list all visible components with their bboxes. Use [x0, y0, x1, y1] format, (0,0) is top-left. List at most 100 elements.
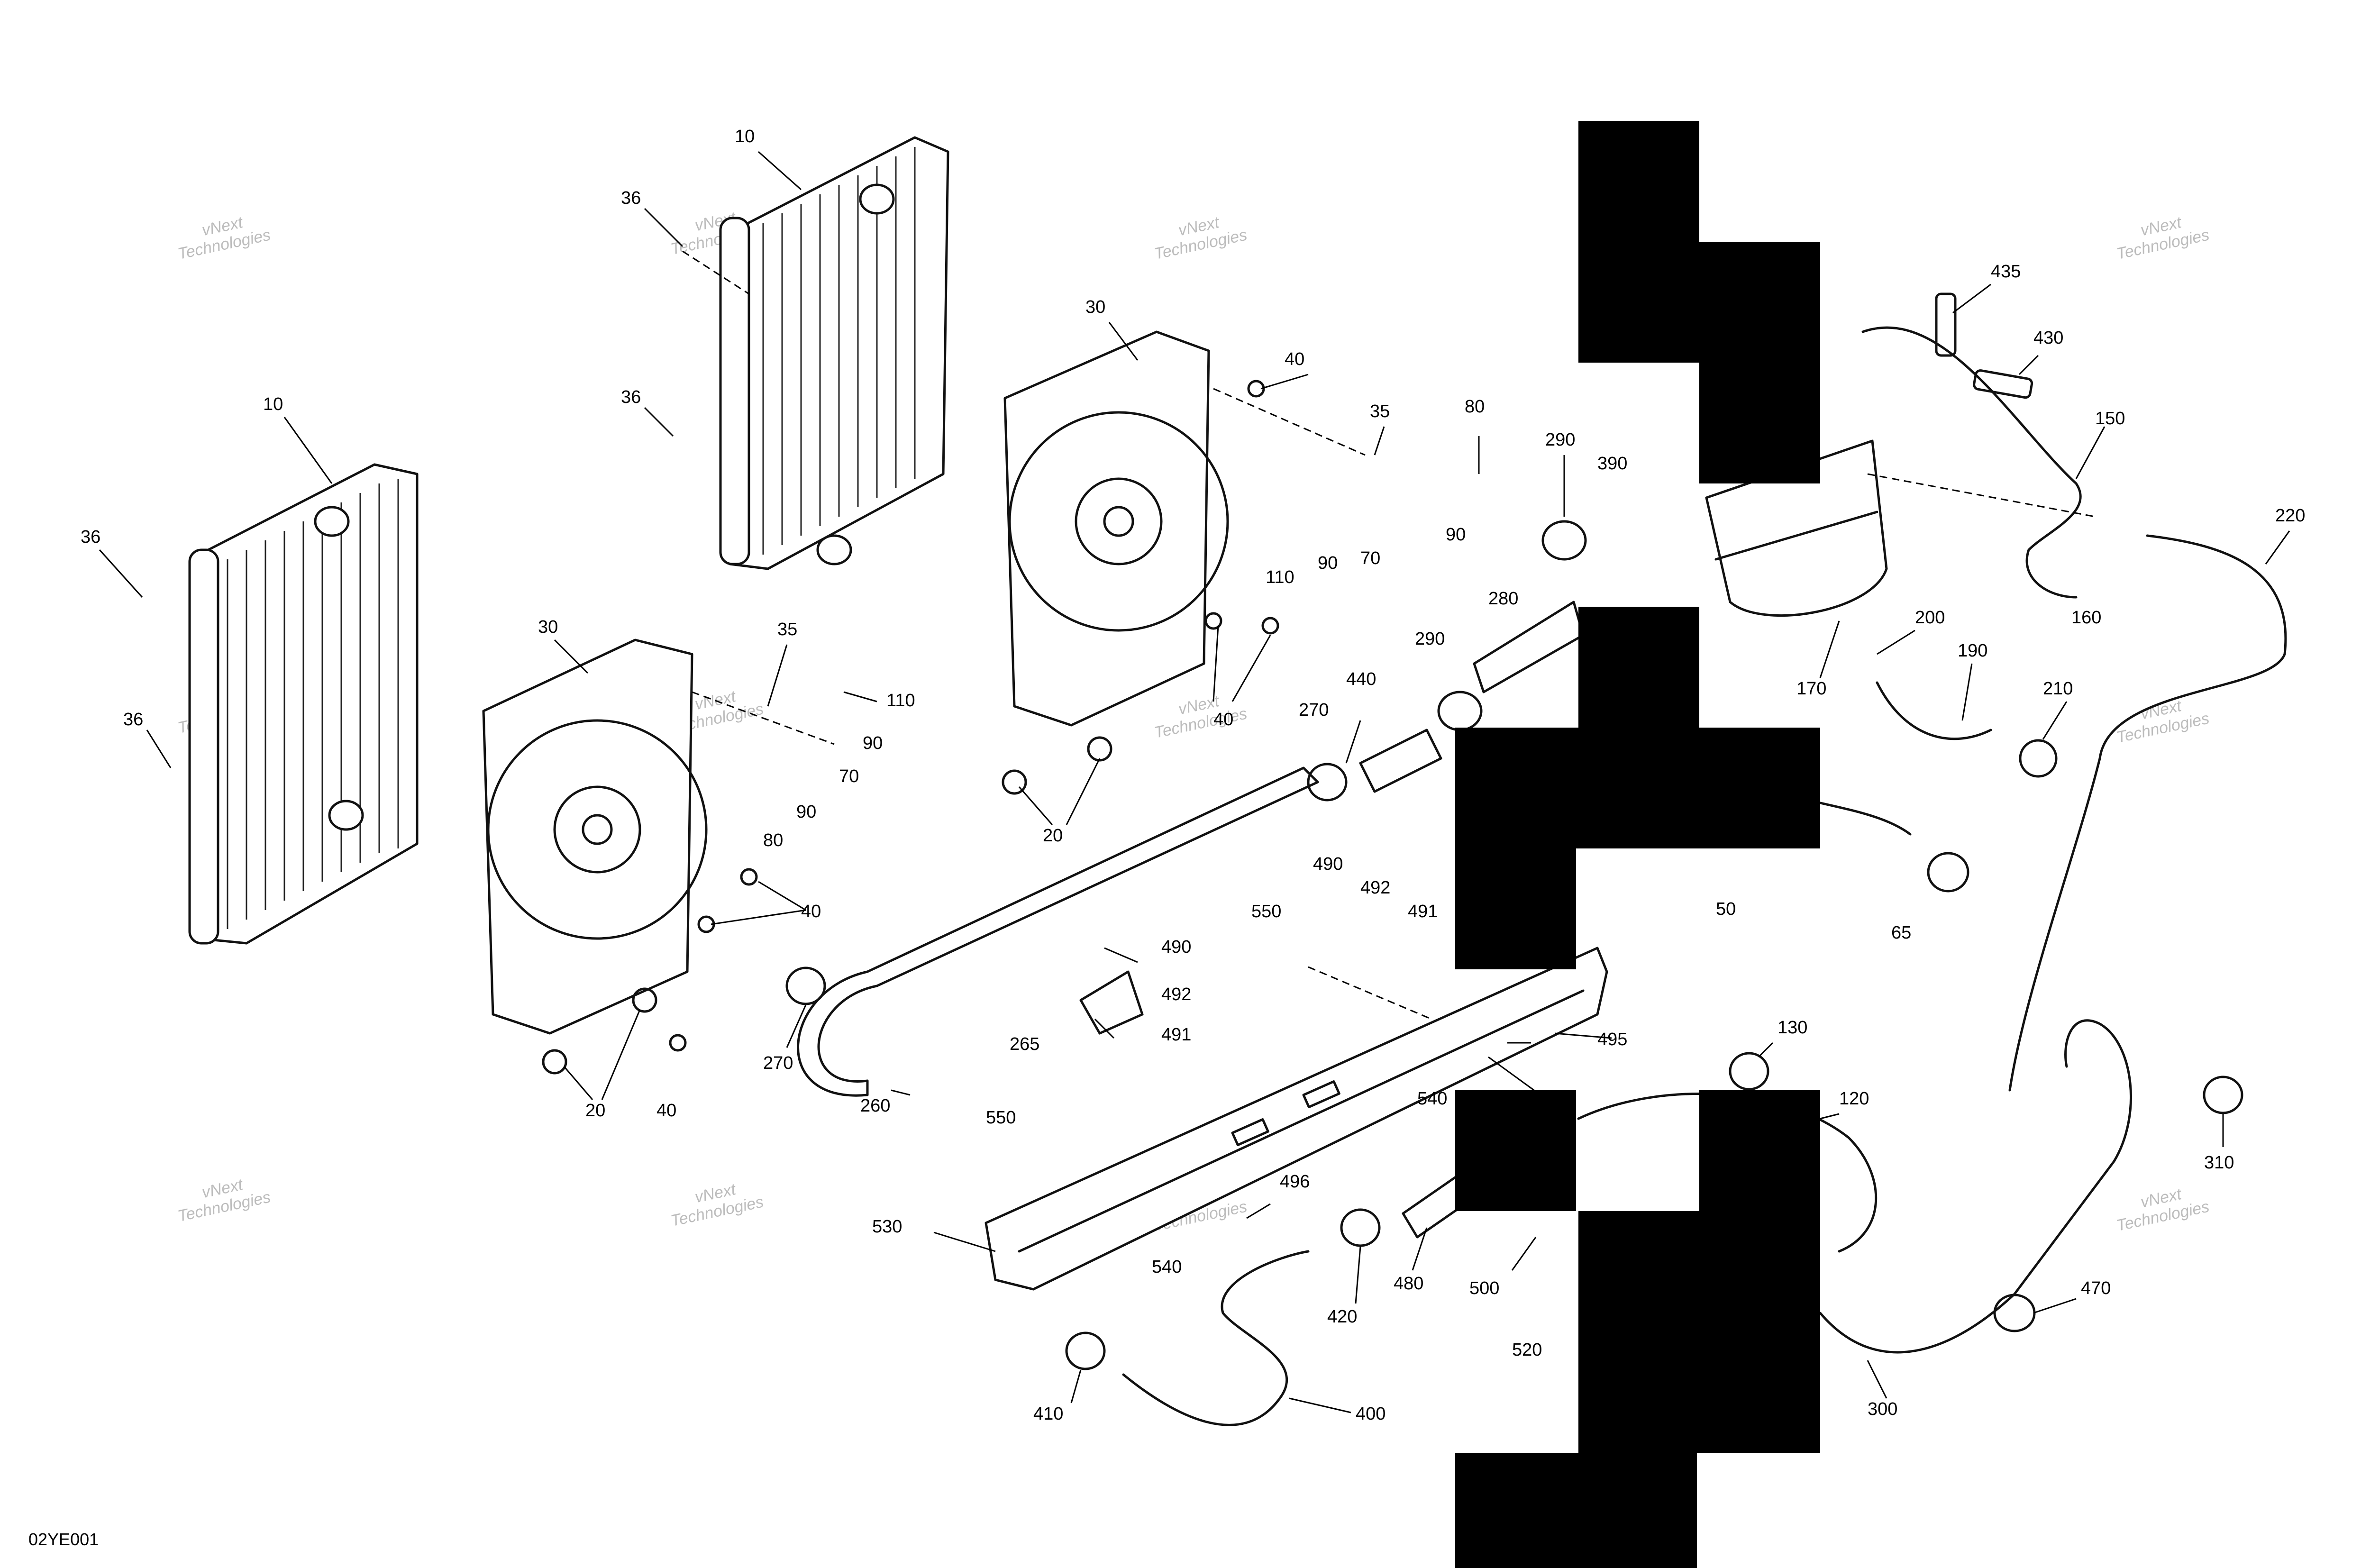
callout-label: 435: [1991, 262, 2021, 282]
callout-label: 70: [839, 766, 859, 786]
grommet-20: [1087, 736, 1112, 762]
radiator-upper: [719, 136, 949, 570]
hose-260: [797, 766, 1319, 1097]
callout-label: 90: [1446, 525, 1466, 545]
assembly-line: [692, 691, 835, 745]
watermark: vNext Technologies: [2115, 1185, 2211, 1235]
fan-shroud-upper: [1003, 330, 1229, 727]
callout-label: 35: [1370, 401, 1390, 421]
callout-label: 492: [1161, 985, 1191, 1004]
redaction-block: [1455, 1090, 1576, 1211]
leader-lines: [99, 151, 2290, 1413]
callout-label: 150: [2095, 409, 2125, 428]
callout-label: 480: [1394, 1274, 1423, 1294]
nut-40: [1204, 612, 1222, 630]
callout-label: 40: [1213, 710, 1233, 729]
callout-label: 36: [123, 710, 143, 729]
callout-label: 130: [1778, 1018, 1807, 1038]
callout-label: 490: [1161, 937, 1191, 957]
nut-40: [1261, 617, 1279, 635]
redaction-blocks: [1455, 121, 1820, 1568]
grommet-20: [1002, 769, 1027, 795]
callout-labels: 10 10 36 36 36 36 30 30 40 40 40 40 35 3…: [81, 127, 2305, 1424]
callout-label: 80: [1465, 397, 1485, 417]
callout-label: 470: [2081, 1278, 2111, 1298]
callout-label: 160: [2071, 608, 2101, 628]
assembly-line: [1213, 388, 1366, 456]
callout-label: 492: [1360, 878, 1390, 898]
watermark: vNext Technologies: [1153, 692, 1249, 742]
watermark: vNext Technologies: [176, 1176, 273, 1225]
callout-label: 200: [1915, 608, 1945, 628]
watermark: vNext Technologies: [1153, 213, 1249, 263]
callout-label: 20: [1043, 826, 1063, 846]
callout-label: 310: [2204, 1153, 2234, 1173]
callout-label: 80: [763, 830, 783, 850]
callout-label: 20: [585, 1101, 605, 1121]
redaction-block: [1455, 848, 1576, 969]
callout-label: 500: [1469, 1278, 1499, 1298]
callout-label: 210: [2043, 679, 2073, 699]
callout-label: 290: [1415, 629, 1445, 649]
callout-label: 430: [2033, 328, 2063, 348]
callout-label: 40: [1285, 349, 1304, 369]
grommet-20: [632, 987, 657, 1013]
redaction-block: [1578, 121, 1699, 363]
redaction-block: [1455, 1453, 1697, 1568]
callout-label: 90: [863, 733, 883, 753]
clamp-420: [1340, 1208, 1381, 1247]
callout-label: 550: [1251, 902, 1281, 921]
callout-label: 540: [1152, 1257, 1182, 1277]
clamp-210: [2019, 739, 2058, 778]
callout-label: 270: [763, 1053, 793, 1073]
assembly-line: [682, 250, 749, 295]
nut-40: [1247, 380, 1265, 398]
pipe-430: [1973, 369, 2033, 399]
callout-label: 550: [986, 1108, 1016, 1128]
watermark: vNext Technologies: [2115, 213, 2211, 263]
clamp-410: [1065, 1331, 1106, 1370]
callout-label: 260: [860, 1096, 890, 1116]
redaction-block: [1578, 1211, 1820, 1453]
callout-label: 36: [621, 387, 641, 407]
redaction-block: [1699, 242, 1820, 483]
nut-40: [669, 1034, 687, 1052]
callout-label: 110: [886, 691, 915, 711]
callout-label: 220: [2275, 506, 2305, 526]
hose-120: [1577, 1093, 1878, 1253]
callout-label: 490: [1313, 854, 1343, 874]
callout-label: 530: [872, 1217, 902, 1237]
callout-label: 40: [656, 1101, 676, 1121]
pipe-435: [1935, 292, 1957, 357]
clamp-130: [1729, 1052, 1769, 1091]
clamp-270-right: [1307, 763, 1348, 802]
callout-label: 50: [1716, 899, 1736, 919]
callout-label: 540: [1417, 1089, 1447, 1109]
callout-label: 90: [796, 802, 816, 822]
callout-label: 65: [1891, 923, 1911, 943]
callout-label: 290: [1545, 430, 1575, 450]
callout-label: 491: [1408, 902, 1438, 921]
crossmember-530: [984, 947, 1608, 1291]
callout-label: 35: [777, 620, 797, 639]
callout-label: 390: [1597, 454, 1627, 474]
hose-150: [1861, 326, 2082, 599]
watermark: vNext Technologies: [669, 1180, 766, 1230]
redaction-block: [1699, 1090, 1820, 1211]
redaction-block: [1578, 607, 1699, 728]
callout-label: 120: [1839, 1089, 1869, 1109]
callout-label: 270: [1299, 700, 1329, 720]
callout-label: 30: [1085, 297, 1105, 317]
elbow-190: [1876, 681, 1992, 740]
clamp-290-lower: [1437, 691, 1483, 731]
clamp-270-left: [785, 966, 826, 1005]
nut-40: [740, 868, 758, 886]
callout-label: 265: [1010, 1034, 1039, 1054]
callout-label: 90: [1318, 553, 1338, 573]
callout-label: 400: [1356, 1404, 1386, 1424]
clamp-290-upper: [1541, 520, 1587, 561]
callout-label: 520: [1512, 1340, 1542, 1360]
callout-label: 170: [1796, 679, 1826, 699]
callout-label: 40: [801, 902, 821, 921]
fan-shroud-left: [482, 638, 708, 1035]
